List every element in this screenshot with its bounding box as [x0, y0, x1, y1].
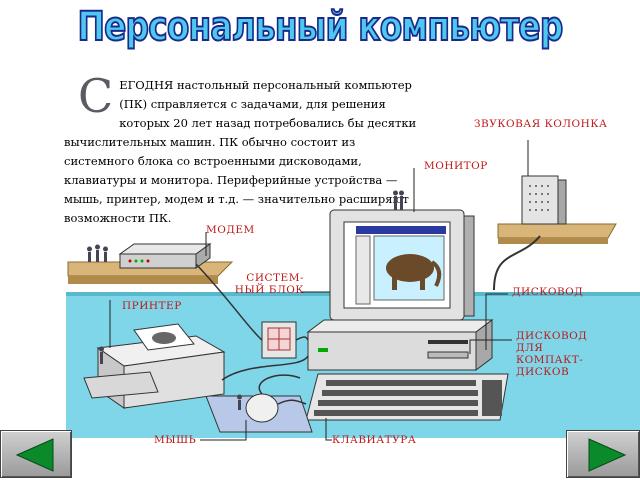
speaker-device [521, 175, 567, 225]
label-monitor: МОНИТОР [424, 160, 488, 172]
page-title: Персональный компьютер [77, 3, 564, 51]
label-mouse: МЫШЬ [154, 434, 197, 446]
small-speaker [261, 321, 297, 359]
label-speaker: ЗВУКОВАЯ КОЛОНКА [474, 118, 608, 130]
label-floppy-drive: ДИСКОВОД [512, 286, 584, 298]
label-leader-lines [109, 140, 529, 441]
keyboard-device [305, 373, 509, 421]
monitor-device [329, 190, 475, 335]
modem-figures [87, 244, 108, 262]
right-shelf [497, 223, 617, 239]
label-keyboard: КЛАВИАТУРА [332, 434, 417, 446]
prev-slide-button[interactable] [0, 430, 72, 478]
mouse-device [205, 374, 313, 433]
label-printer: ПРИНТЕР [122, 300, 182, 312]
next-slide-button[interactable] [566, 430, 640, 478]
intro-dropcap: С [78, 69, 114, 123]
system-unit [306, 319, 494, 371]
label-modem: МОДЕМ [206, 224, 255, 236]
arrow-left-icon [15, 438, 54, 472]
label-system-unit: СИСТЕМ-НЫЙ БЛОК [234, 272, 304, 296]
modem-device [118, 243, 212, 269]
intro-text: ЕГОДНЯ настольный персональный компьютер… [64, 78, 417, 225]
label-cd-drive: ДИСКОВОД ДЛЯ КОМПАКТ-ДИСКОВ [516, 330, 588, 378]
printer-device [83, 323, 226, 409]
arrow-right-icon [588, 438, 627, 472]
